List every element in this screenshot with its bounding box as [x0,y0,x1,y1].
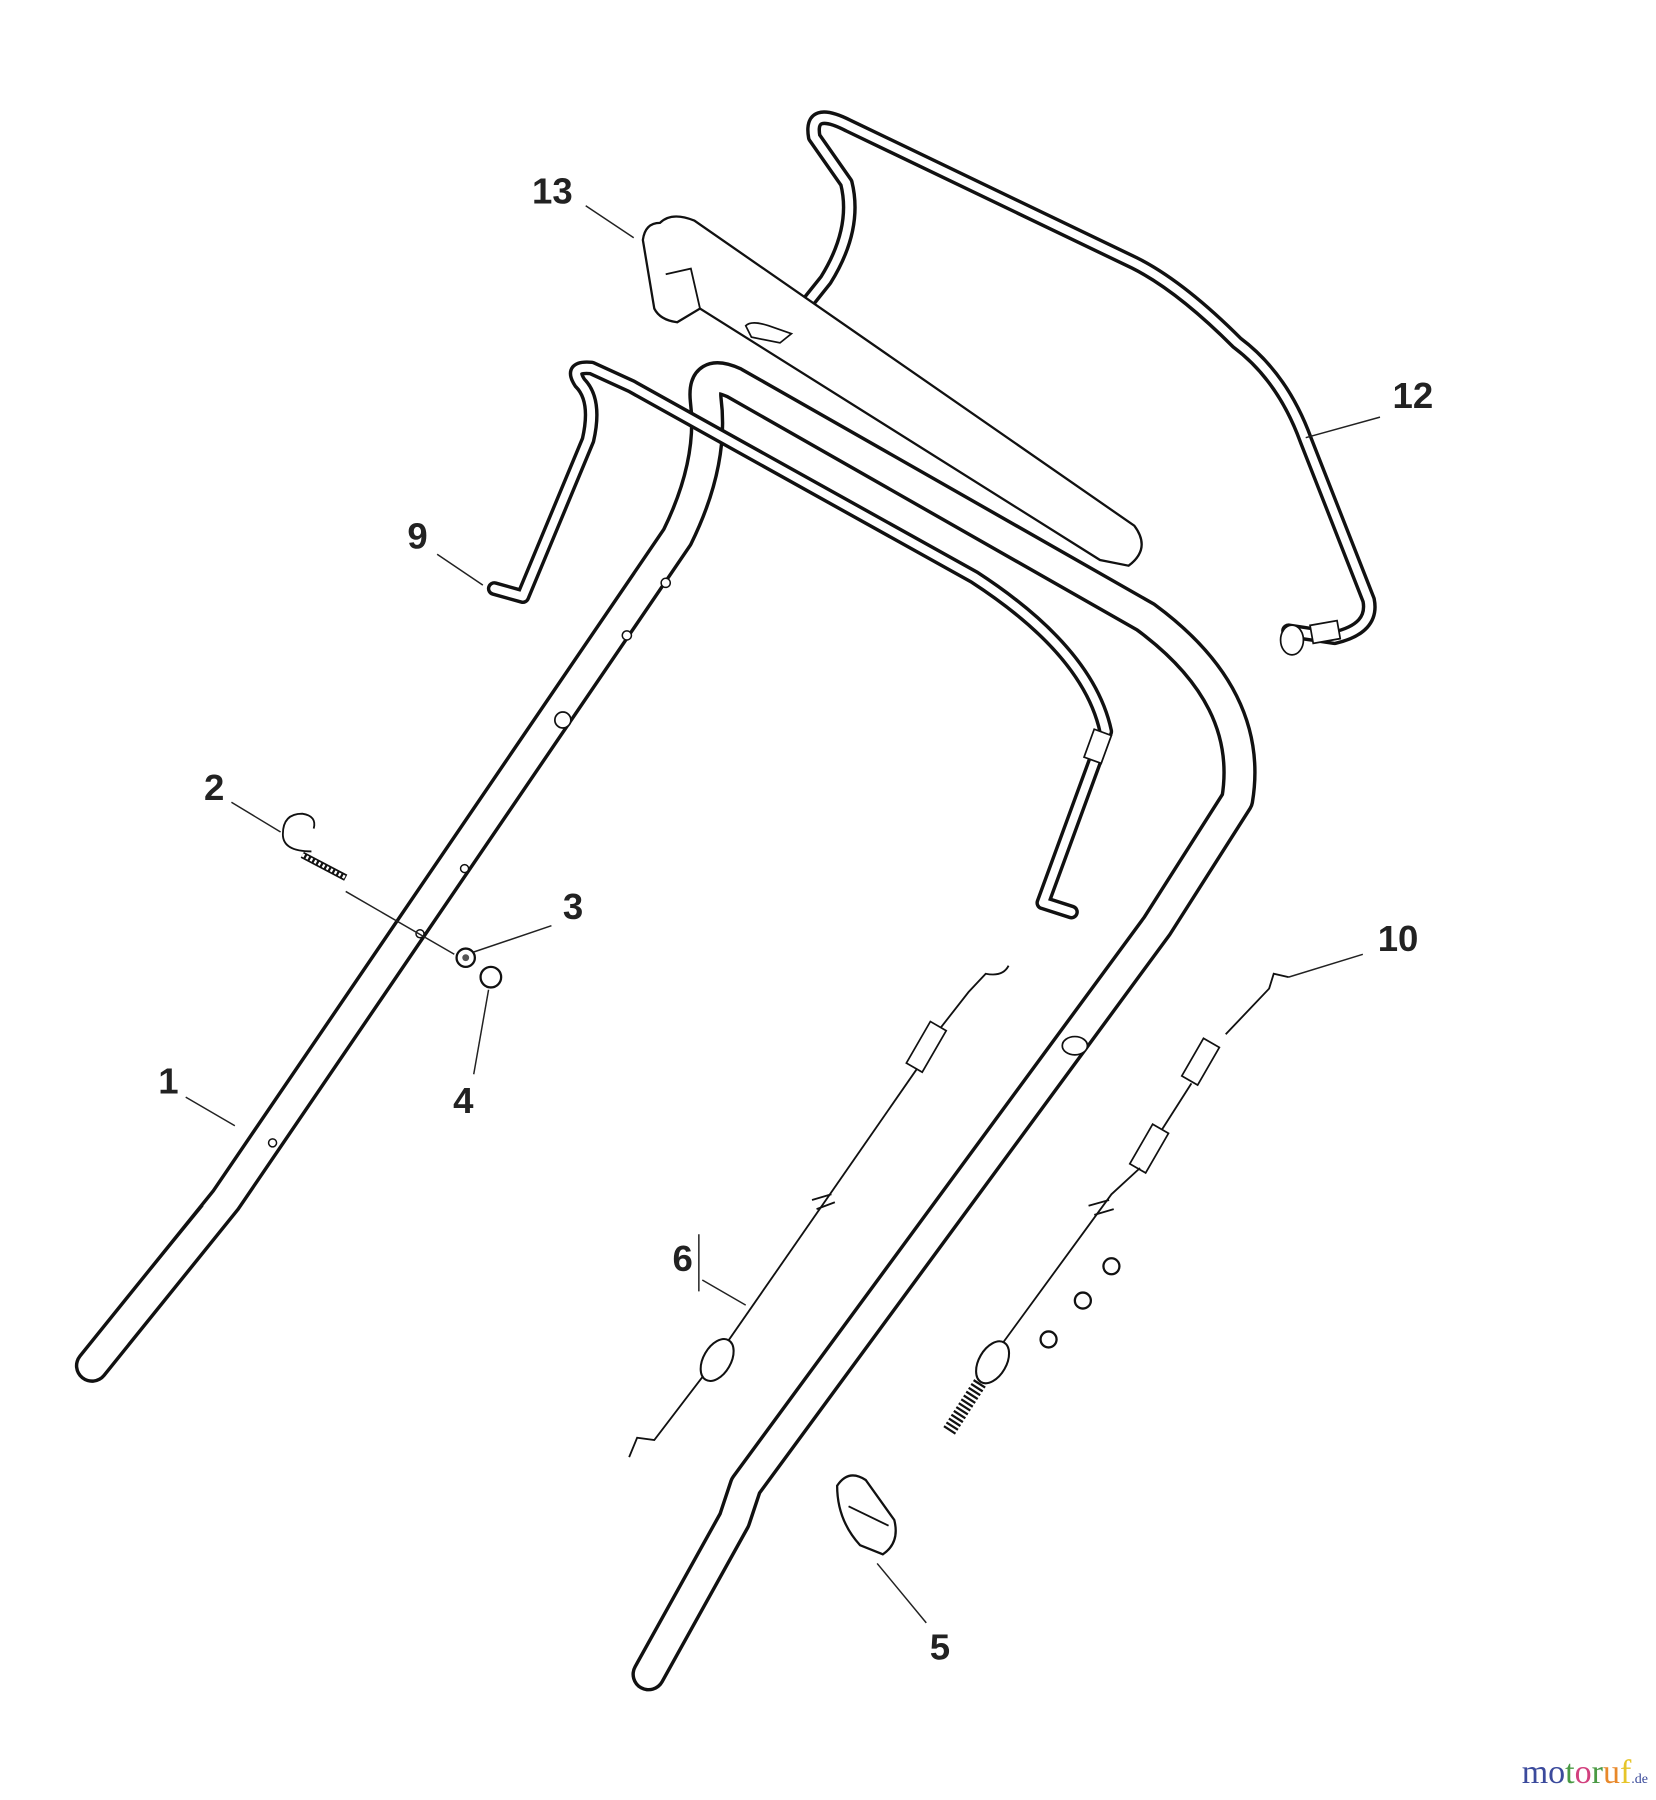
label-13: 13 [532,170,573,211]
logo-letter: m [1521,1754,1549,1791]
logo-letter: t [1565,1754,1575,1791]
part-1-main-handle [74,361,1257,1692]
logo-suffix: .de [1631,1772,1648,1787]
label-12: 12 [1393,375,1434,416]
label-3: 3 [563,886,583,927]
label-9: 9 [407,516,427,557]
part-13-cover [641,215,1143,567]
label-1: 1 [158,1061,178,1102]
part-4-nut [479,965,503,989]
motoruf-logo: motoruf.de [1522,1754,1648,1792]
logo-letter: o [1548,1754,1566,1791]
logo-letter: u [1602,1754,1620,1791]
logo-letter: o [1574,1754,1592,1791]
label-10: 10 [1378,918,1419,959]
washer-hole [462,954,470,962]
part-5-clip [835,1474,897,1556]
label-5: 5 [930,1626,950,1667]
logo-letter: f [1619,1754,1632,1791]
part-9-lower-bail [486,360,1114,920]
part-12-upper-bail [795,110,1377,656]
logo-letter: r [1591,1754,1603,1791]
label-4: 4 [453,1080,474,1121]
part-10-cable [943,972,1289,1435]
part-6-cable [628,965,1010,1458]
part-2-hook-bolt [281,812,348,881]
label-2: 2 [204,767,224,808]
callout-leaders [185,205,1381,1624]
label-6: 6 [673,1238,693,1279]
